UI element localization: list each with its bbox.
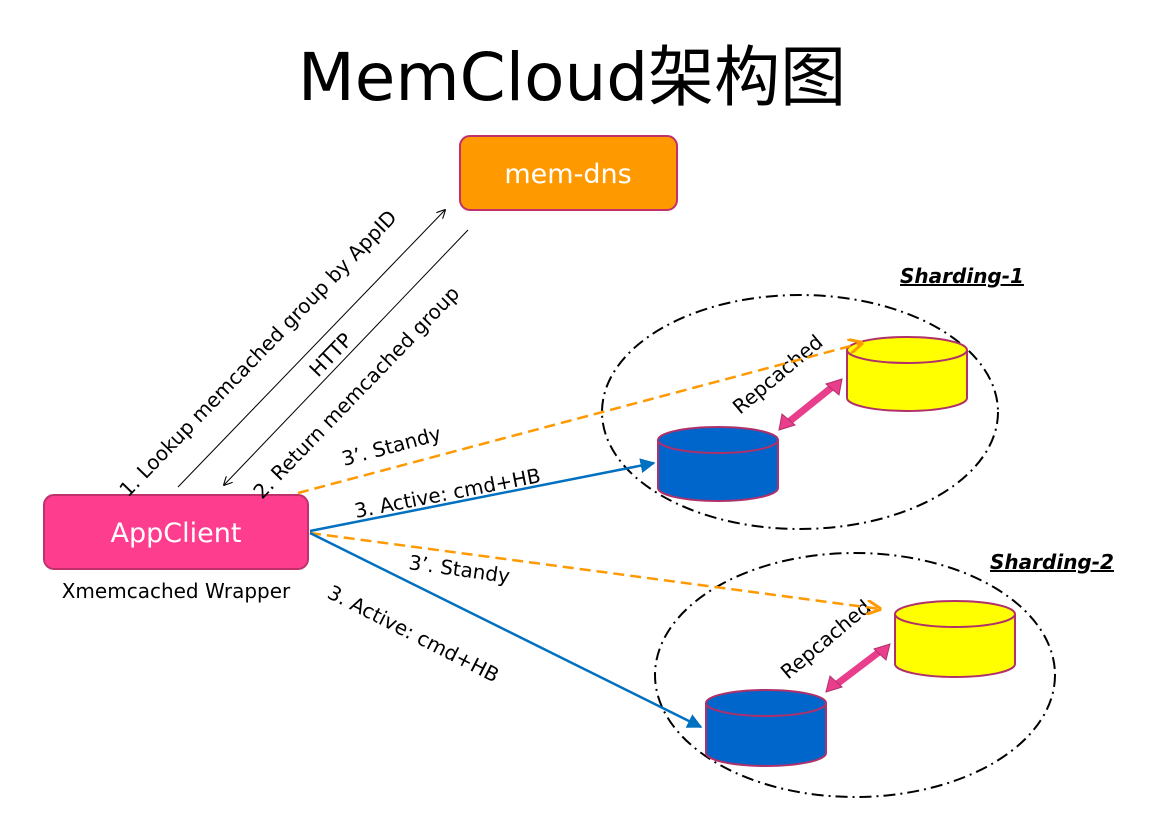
active-arrow-2 xyxy=(309,531,703,729)
sharding-2-boundary xyxy=(654,552,1056,798)
active-arrow-1 xyxy=(309,458,656,533)
standby-label-2: 3’. Standy xyxy=(407,550,511,588)
mem-dns-node[interactable]: mem-dns xyxy=(459,135,678,211)
active-label-2: 3. Active: cmd+HB xyxy=(324,580,503,687)
appclient-label: AppClient xyxy=(111,518,242,549)
diagram-title: MemCloud架构图 xyxy=(298,39,846,116)
appclient-note: Xmemcached Wrapper xyxy=(62,579,291,603)
sharding-1-label: Sharding-1 xyxy=(900,264,1024,288)
sharding-1-repcached-head-b xyxy=(824,378,843,396)
sharding-1-primary-db[interactable] xyxy=(657,426,779,502)
standby-arrow-2 xyxy=(309,531,880,609)
standby-arrow-1 xyxy=(297,343,862,495)
sharding-2-primary-db[interactable] xyxy=(705,689,827,767)
sharding-2-label: Sharding-2 xyxy=(990,550,1114,574)
sharding-1-replica-db[interactable] xyxy=(846,336,968,412)
sharding-1-boundary xyxy=(601,294,999,530)
lookup-arrow xyxy=(177,210,445,488)
sharding-2-repcached-arrow xyxy=(830,646,886,690)
sharding-2-repcached-head-a xyxy=(825,675,843,693)
sharding-1-repcached-head-a xyxy=(778,413,797,431)
sharding-2-repcached-head-b xyxy=(873,643,891,661)
mem-dns-label: mem-dns xyxy=(504,159,631,190)
sharding-2-replica-db[interactable] xyxy=(894,600,1016,678)
appclient-node[interactable]: AppClient xyxy=(43,494,309,570)
return-arrow xyxy=(224,229,469,485)
standby-label-1: 3’. Standy xyxy=(339,421,444,471)
sharding-1-repcached-arrow xyxy=(782,381,839,428)
